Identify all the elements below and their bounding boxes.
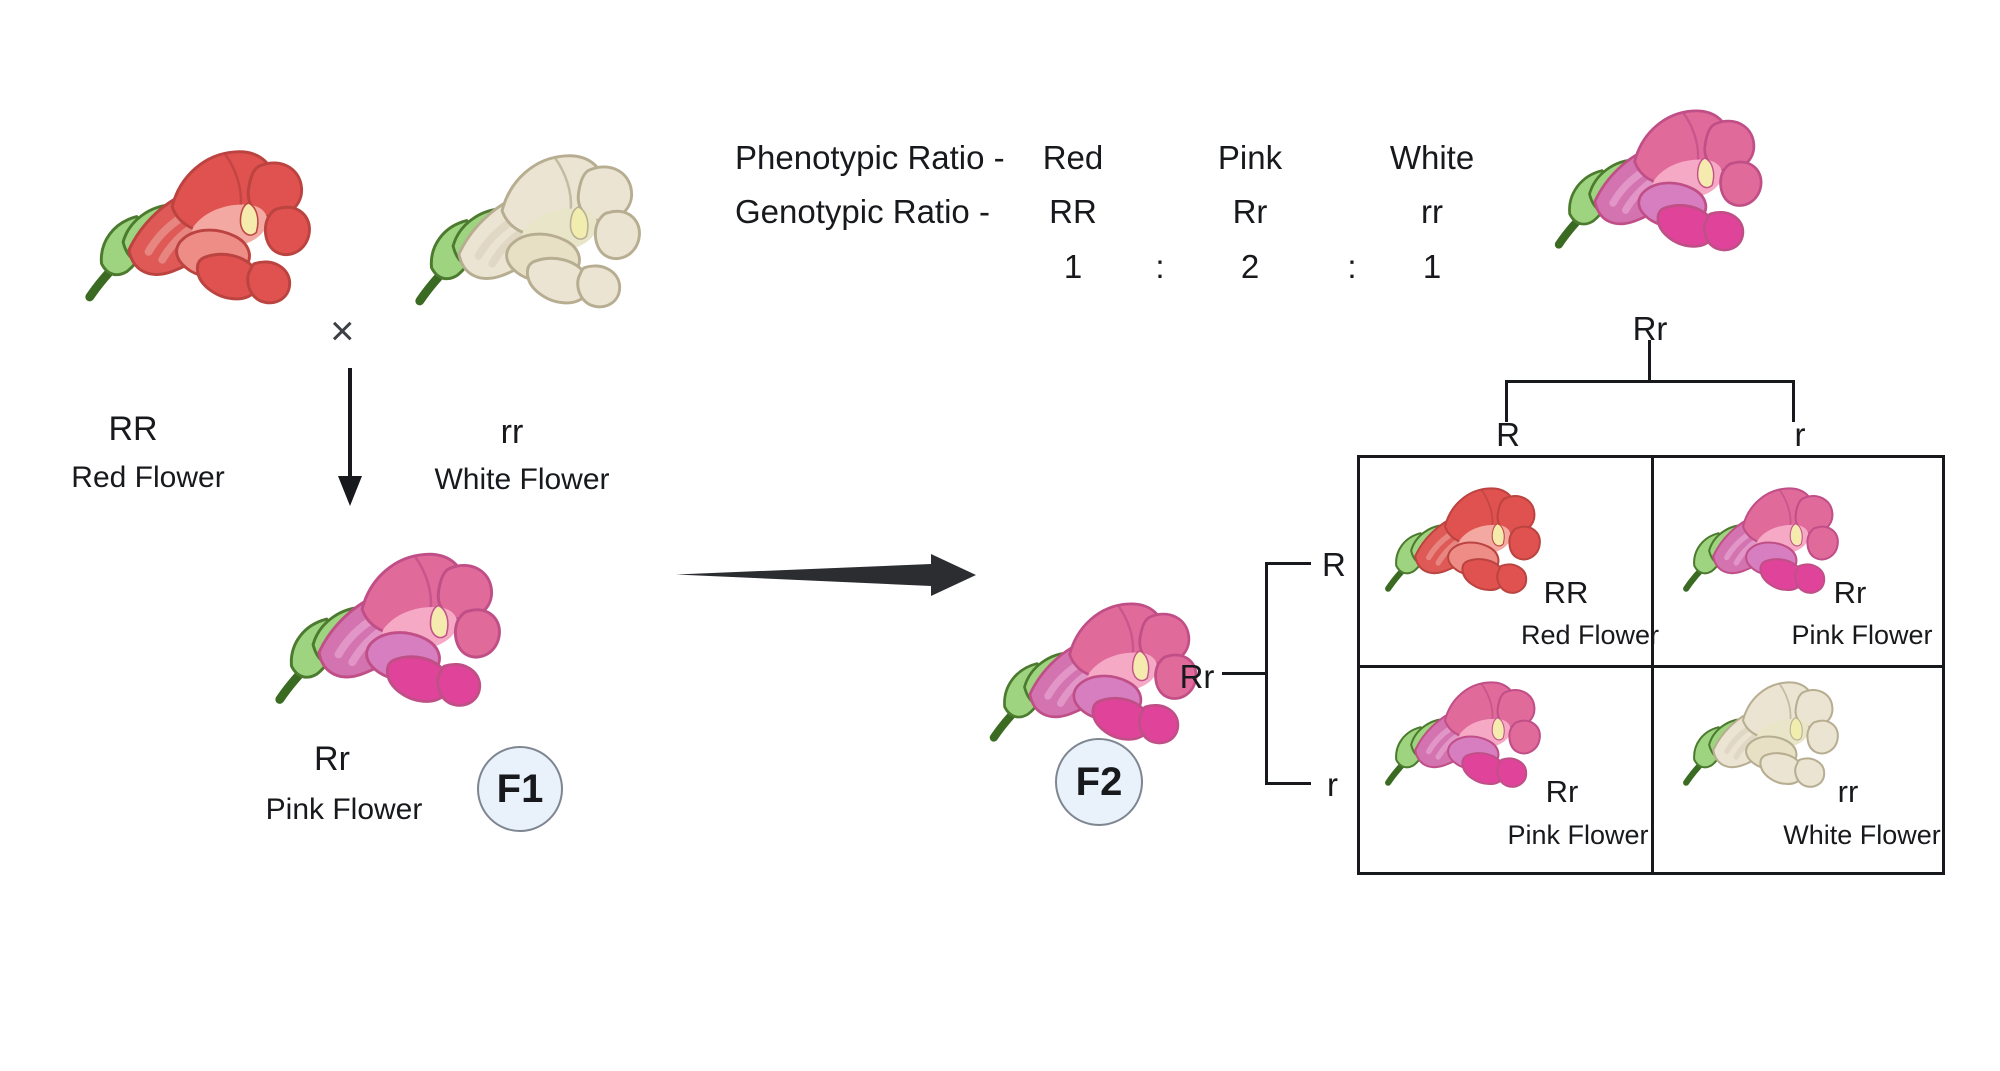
ratio-phenotype-pink: Pink [1217,139,1283,176]
parent-right-genotype: rr [500,413,524,451]
f1-genotype: Rr [314,740,350,778]
punnett-cell-0-phenotype: Red Flower [1520,620,1660,650]
ratio-genotype-RR: RR [1049,193,1097,230]
top-bracket-spine [1505,380,1795,383]
top-bracket-arm-right [1792,380,1795,422]
left-bracket-spine [1265,562,1268,785]
cross-to-f1-arrow [338,368,362,506]
ratio-separator-1: : [1155,248,1165,285]
f2-top-parent-genotype: Rr [1632,310,1668,347]
parent-left-phenotype: Red Flower [71,461,225,494]
f2-top-gamete-r: r [1794,416,1806,453]
parent-white-flower-illustration [419,155,640,307]
parent-left-genotype: RR [108,410,158,448]
punnett-cell-1-flower [1686,488,1838,593]
punnett-cell-3-flower [1686,682,1838,787]
f1-pink-flower-illustration [279,554,500,706]
top-bracket-arm-left [1505,380,1508,422]
f2-top-pink-flower-illustration [1558,110,1762,250]
f2-badge: F2 [1055,738,1143,826]
punnett-cell-0-flower [1388,488,1540,593]
left-bracket-arm-top [1265,562,1311,565]
punnett-cell-2-genotype: Rr [1545,774,1579,809]
punnett-divider-horizontal [1357,665,1945,668]
f1-badge: F1 [477,746,563,832]
f2-left-parent-genotype: Rr [1179,658,1215,695]
punnett-cell-1-genotype: Rr [1833,575,1867,610]
f2-left-gamete-r: r [1327,766,1338,803]
punnett-cell-2-phenotype: Pink Flower [1507,820,1649,850]
parent-right-phenotype: White Flower [434,463,610,496]
ratio-count-pink: 2 [1240,248,1260,285]
ratio-separator-2: : [1347,248,1357,285]
f1-phenotype: Pink Flower [265,793,423,826]
genotypic-ratio-label: Genotypic Ratio - [735,193,990,230]
ratio-phenotype-white: White [1389,139,1475,176]
ratio-count-red: 1 [1063,248,1083,285]
left-bracket-stub [1222,672,1267,675]
parent-red-flower-illustration [89,151,310,303]
punnett-cell-0-genotype: RR [1543,575,1589,610]
cross-symbol: × [330,307,355,354]
ratio-phenotype-red: Red [1042,139,1104,176]
phenotypic-ratio-label: Phenotypic Ratio - [735,139,1005,176]
f1-to-f2-arrow [676,554,976,596]
top-bracket-stub [1648,340,1651,382]
punnett-cell-1-phenotype: Pink Flower [1791,620,1933,650]
ratio-count-white: 1 [1422,248,1442,285]
punnett-cell-2-flower [1388,682,1540,787]
f2-left-gamete-R: R [1322,546,1346,583]
ratio-genotype-Rr: Rr [1232,193,1268,230]
punnett-cell-3-genotype: rr [1837,774,1859,809]
punnett-cell-3-phenotype: White Flower [1783,820,1941,850]
f2-top-gamete-R: R [1496,416,1520,453]
left-bracket-arm-bottom [1265,782,1311,785]
ratio-genotype-rr: rr [1421,193,1443,230]
